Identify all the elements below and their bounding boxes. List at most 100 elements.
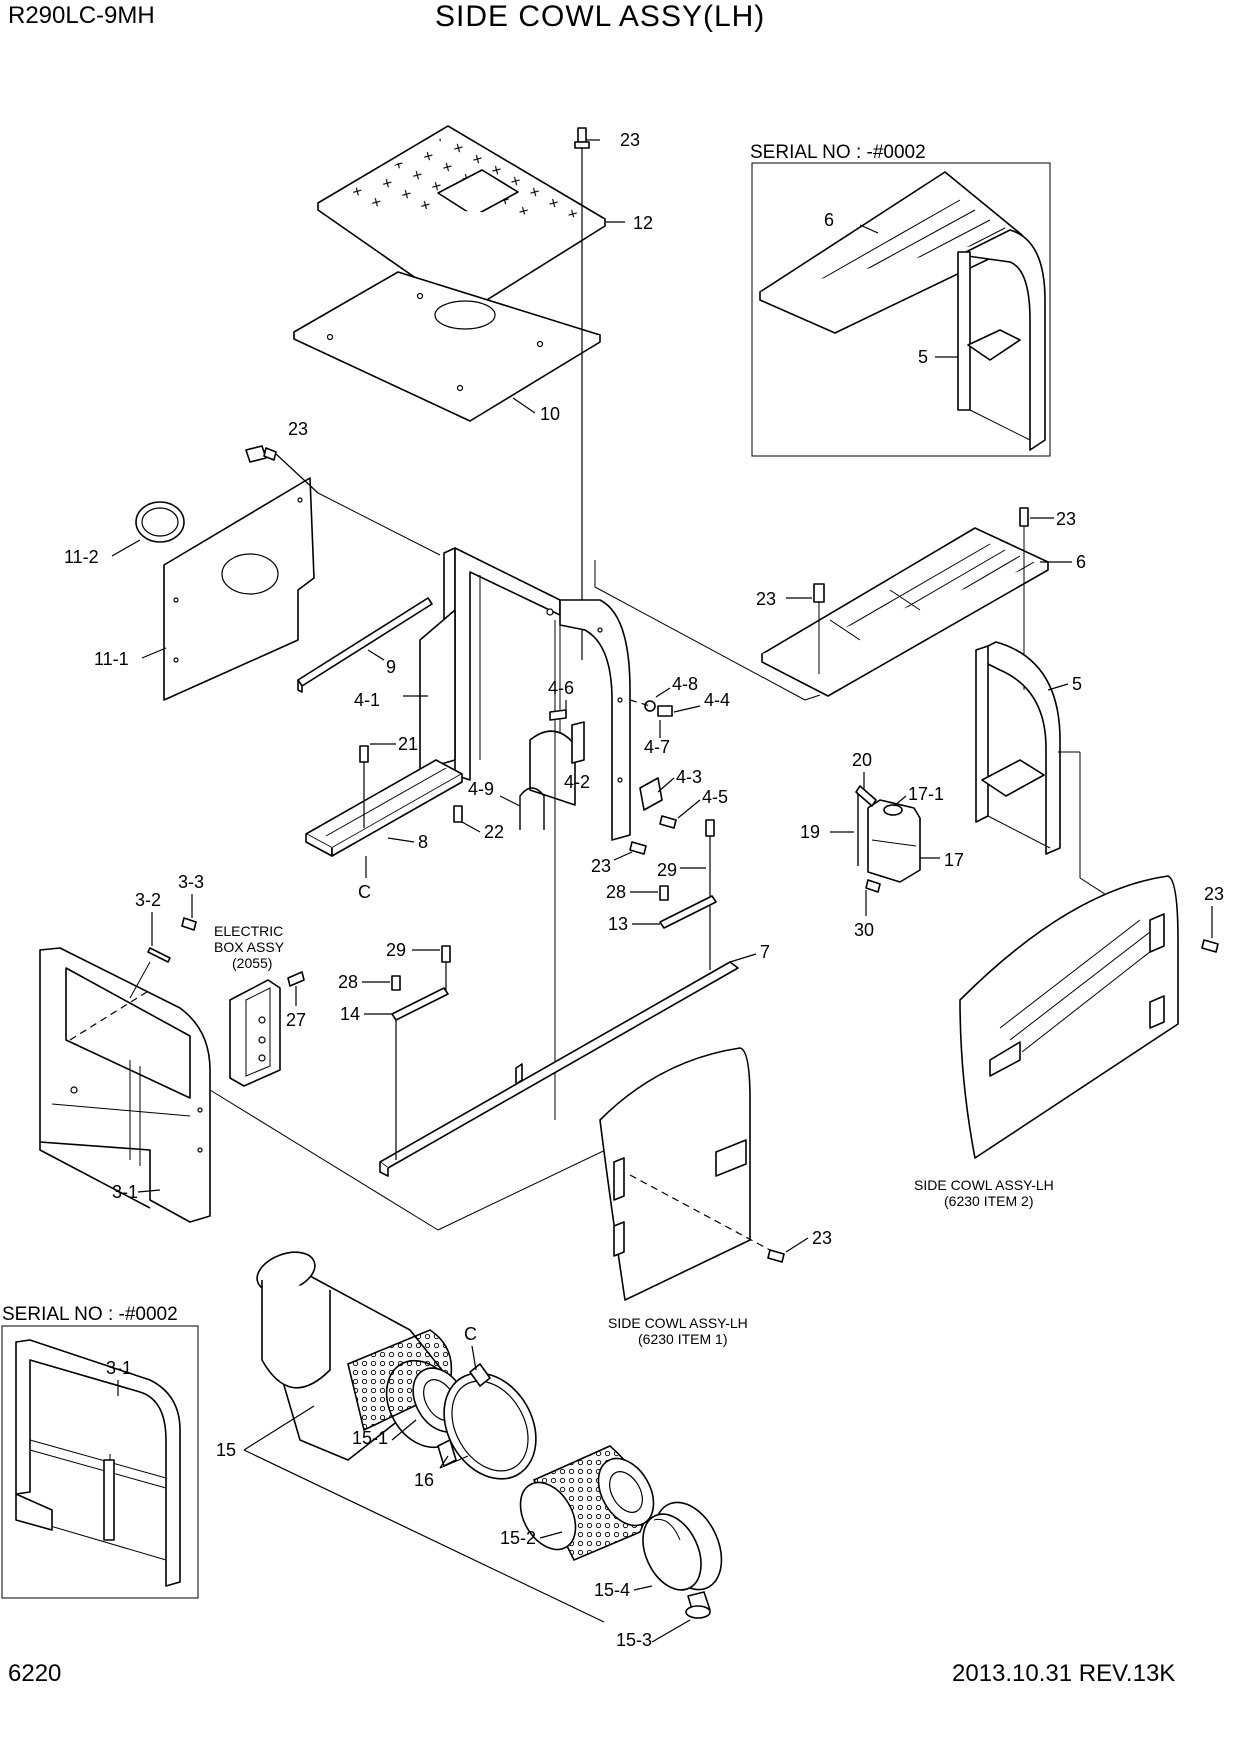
end-cap-15-4: [642, 1501, 723, 1591]
base-plate-10: [293, 271, 601, 422]
callout-28-mid: 28: [606, 882, 626, 902]
callout-23-mid: 23: [591, 856, 611, 876]
callout-11-1: 11-1: [94, 649, 129, 669]
side-cowl-2-note-line2: (6230 ITEM 2): [944, 1193, 1033, 1209]
bolt-3-3: [181, 917, 197, 931]
air-cleaner-body-15: [256, 1251, 468, 1461]
callout-12: 12: [633, 213, 653, 233]
callout-13: 13: [608, 914, 628, 934]
front-frame-3-1: [39, 947, 211, 1223]
electric-box-note-line1: ELECTRIC: [214, 923, 283, 939]
serial-inset-bottom-left: SERIAL NO : -#0002: [1, 1304, 199, 1599]
bolt-4-5: [659, 815, 677, 829]
callout-4-7: 4-7: [644, 737, 670, 757]
bar-9: [297, 597, 433, 693]
clamp-13: [659, 895, 717, 929]
callout-4-1: 4-1: [354, 690, 380, 710]
bracket-part-5: [975, 641, 1061, 855]
construction-line-a: [594, 586, 806, 701]
bolt-29-left: [441, 945, 451, 963]
inset-serial-label-bottom: SERIAL NO : -#0002: [2, 1304, 178, 1325]
callout-10: 10: [540, 404, 560, 424]
bolt-21: [359, 745, 369, 763]
side-cowl-door-item-2: [959, 875, 1179, 1159]
callout-30: 30: [854, 920, 874, 940]
callout-23-r1: 23: [1056, 509, 1076, 529]
callout-4-9: 4-9: [468, 779, 494, 799]
inner-element-15-2: [519, 1445, 655, 1562]
callout-8: 8: [418, 832, 428, 852]
side-cowl-1-note-line2: (6230 ITEM 1): [638, 1331, 727, 1347]
callout-20: 20: [852, 750, 872, 770]
inset-serial-label: SERIAL NO : -#0002: [750, 142, 926, 163]
bolt-23-door: [767, 1249, 785, 1263]
valve-15-3: [685, 1591, 711, 1619]
bracket-3-2: [147, 947, 171, 963]
callout-4-6: 4-6: [548, 678, 574, 698]
callout-4-3: 4-3: [676, 767, 702, 787]
callout-19: 19: [800, 822, 820, 842]
callout-C-filter: C: [464, 1324, 477, 1344]
callout-14: 14: [340, 1004, 360, 1024]
page-number: 6220: [8, 1660, 62, 1687]
bolt-23-left: [245, 445, 277, 463]
callout-16: 16: [414, 1470, 434, 1490]
callout-29-mid: 29: [657, 860, 677, 880]
bolt-23-top: [574, 127, 590, 149]
callout-4-2: 4-2: [564, 772, 590, 792]
side-cowl-2-note-line1: SIDE COWL ASSY-LH: [914, 1177, 1054, 1193]
side-cowl-1-note-line1: SIDE COWL ASSY-LH: [608, 1315, 748, 1331]
side-cowl-door-item-1: [599, 1047, 771, 1301]
serial-inset-top-right: SERIAL NO : -#0002 6 5: [750, 142, 1051, 457]
leader-6-inset: [859, 224, 879, 234]
electric-box-note-line3: (2055): [232, 955, 272, 971]
u-bolt-4-9: [519, 787, 545, 830]
clip-4-2: [571, 721, 585, 764]
callout-15-3: 15-3: [616, 1630, 652, 1650]
side-plate-11-1: [163, 477, 315, 701]
callout-4-4: 4-4: [704, 690, 730, 710]
callout-4-8: 4-8: [672, 674, 698, 694]
callout-4-5: 4-5: [702, 787, 728, 807]
callout-3-1-inset: 3-1: [106, 1358, 132, 1378]
band-clamp-16: [437, 1363, 537, 1480]
callout-C-left: C: [358, 882, 371, 902]
coolant-tank-17: [867, 799, 921, 883]
inset-frame-bottom: [1, 1325, 199, 1599]
callout-7: 7: [760, 942, 770, 962]
revision-date: 2013.10.31 REV.13K: [952, 1660, 1176, 1687]
callout-9: 9: [386, 657, 396, 677]
bolt-22: [453, 805, 463, 823]
bolt-23-r2: [813, 583, 825, 603]
page-title: SIDE COWL ASSY(LH): [435, 0, 766, 33]
callout-27: 27: [286, 1010, 306, 1030]
callout-15-2: 15-2: [500, 1528, 536, 1548]
callout-23-r2: 23: [756, 589, 776, 609]
callout-15-4: 15-4: [594, 1580, 630, 1600]
callout-6: 6: [1076, 552, 1086, 572]
bracket-4-3: [639, 777, 663, 811]
clamp-14: [391, 987, 449, 1021]
callout-23-door: 23: [812, 1228, 832, 1248]
callout-3-3: 3-3: [178, 872, 204, 892]
tray-8: [305, 759, 463, 857]
electric-box-note-line2: BOX ASSY: [214, 939, 285, 955]
callout-17-1: 17-1: [908, 784, 944, 804]
callout-15-1: 15-1: [352, 1428, 388, 1448]
bolt-28-left: [391, 975, 401, 991]
bolt-4-6: [549, 709, 567, 721]
callout-23-left: 23: [288, 419, 308, 439]
bolt-27: [287, 971, 305, 987]
callout-22: 22: [484, 822, 504, 842]
callout-17: 17: [944, 850, 964, 870]
model-number: R290LC-9MH: [8, 2, 155, 29]
bolt-23-mid: [629, 841, 647, 855]
callout-23-far-right: 23: [1204, 884, 1224, 904]
inset-frame: [751, 162, 1051, 457]
perforated-plate-12: [317, 125, 606, 314]
callout-29-left: 29: [386, 940, 406, 960]
callout-15: 15: [216, 1440, 236, 1460]
callout-21: 21: [398, 734, 418, 754]
